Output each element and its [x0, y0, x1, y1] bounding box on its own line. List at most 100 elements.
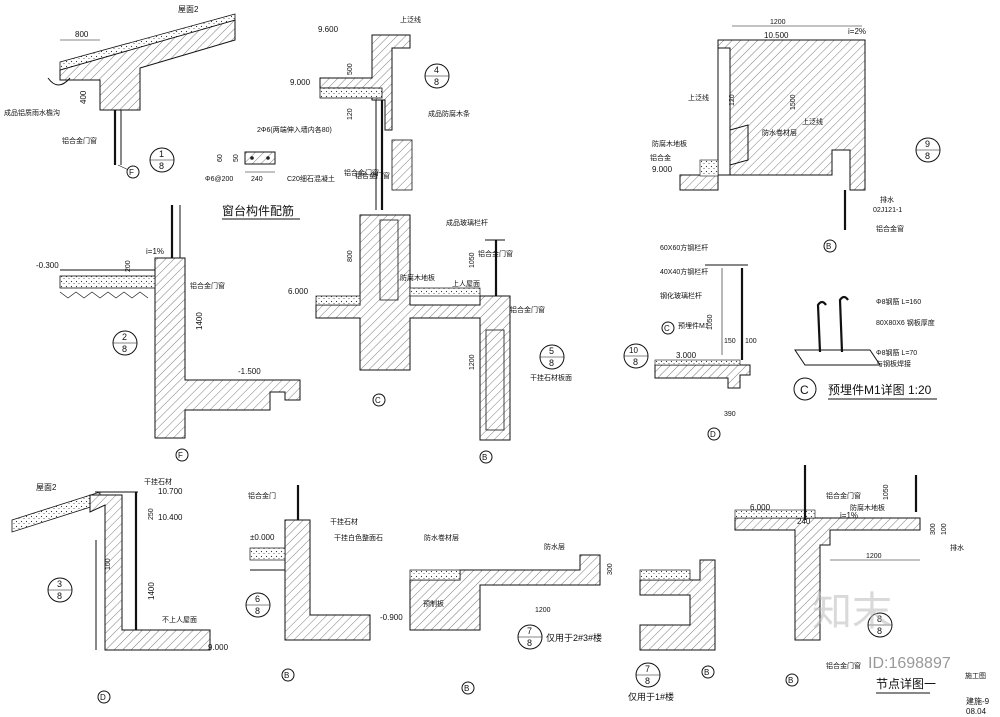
d8-note1: 铝合金门窗: [826, 491, 861, 500]
d3-elev3: 9.000: [208, 643, 229, 652]
d5-num: 5: [549, 346, 554, 356]
d6-dim1: 1200: [535, 607, 551, 614]
d6-note4: 预制板: [423, 599, 444, 608]
d5-dim3: 1050: [469, 252, 476, 268]
d5-note5: 干挂石材板面: [530, 373, 572, 382]
d6-note5: 防水卷材层: [424, 533, 459, 542]
d8-slope: i=1%: [840, 511, 858, 520]
d4-note1: 上泛线: [400, 15, 421, 24]
d3-axis: D: [100, 693, 106, 702]
d1-note1: 成品铝质雨水檐沟: [4, 108, 60, 117]
d5-dim1: 800: [347, 250, 354, 262]
d1-roof: 屋面2: [178, 5, 199, 14]
d9-sheet: 8: [925, 151, 930, 161]
d4-num: 4: [434, 65, 439, 75]
rebar-note1: 2Φ6(两端伸入墙内各80): [257, 125, 332, 134]
embed-m1-detail: Φ8钢筋 L=160 80X80X6 钢板厚度 Φ8钢筋 L=70 与钢板焊接 …: [793, 295, 937, 401]
d6-dim2: 300: [607, 563, 614, 575]
d10-dim3: 100: [745, 338, 757, 345]
embed-title: 预埋件M1详图 1:20: [828, 382, 932, 397]
d8-dim3: 1050: [883, 484, 890, 500]
d9-note7: 02J121-1: [873, 207, 902, 214]
axis-bubble: [126, 165, 140, 179]
d8-dim1: 1200: [866, 553, 882, 560]
d3-dim2: 100: [105, 558, 112, 570]
d8-axis: B: [788, 676, 793, 685]
d9-elev2: 9.000: [652, 165, 673, 174]
d10-dim4: 390: [724, 411, 736, 418]
d1-num: 1: [159, 149, 164, 159]
d6-note3: 干挂白色整面石: [334, 533, 383, 542]
sheet-stage: 施工图: [965, 671, 986, 680]
d7-axis: B: [704, 668, 709, 677]
d9-note1: 上泛线: [688, 93, 709, 102]
d3-sheet: 8: [57, 591, 62, 601]
d5-note1: 成品玻璃栏杆: [446, 218, 488, 227]
d10-num: 10: [629, 346, 638, 355]
only-1-label: 仅用于1#楼: [628, 691, 674, 702]
only-23-label: 仅用于2#3#楼: [546, 632, 602, 643]
d9-note2: 上泛线: [802, 117, 823, 126]
d5-note4: 防腐木地板: [400, 273, 435, 282]
sheet-no: 建施-9: [966, 696, 990, 706]
detail-2: -0.300 -1.500 1400 200 i=1% 铝合金门窗 F 2 8: [36, 205, 301, 462]
rebar-dim3: 50: [233, 154, 240, 162]
d9-slope: i=2%: [848, 27, 866, 36]
d5-note3: 铝合金门窗: [478, 249, 513, 258]
d9-dim3: 120: [729, 94, 736, 106]
d3-num: 3: [57, 579, 62, 589]
d1-dim1: 800: [75, 30, 89, 39]
watermark-brand: 知末: [812, 589, 892, 635]
d5-note6: 铝合金门窗: [510, 305, 545, 314]
rebar-note2: Φ6@200: [205, 176, 233, 183]
detail-9: 1200 10.500 9.000 1500 120 i=2% 上泛线 上泛线 …: [650, 19, 941, 253]
d9-axis: B: [826, 242, 831, 251]
d10-note2: 40X40方钢栏杆: [660, 267, 708, 276]
d10-dim1: 1050: [707, 314, 714, 330]
detail-10: 3.000 1050 150 100 390 60X60方钢栏杆 40X40方钢…: [623, 243, 757, 441]
sheet-date: 08.04: [966, 707, 987, 716]
d1-axis: F: [129, 168, 134, 177]
d10-dim2: 150: [724, 338, 736, 345]
d2-sheet: 8: [122, 344, 127, 354]
d9-note5: 铝合金: [650, 153, 671, 162]
d2-dim2: 200: [125, 260, 132, 272]
d10-note4: 预埋件M1: [678, 321, 709, 330]
d10-sheet: 8: [633, 357, 638, 367]
embed-note1: Φ8钢筋 L=160: [876, 297, 921, 306]
d10-elev1: 3.000: [676, 351, 697, 360]
d4-dim2: 120: [347, 108, 354, 120]
embed-note3: Φ8钢筋 L=70: [876, 348, 917, 357]
title-block: 节点详图一 施工图 建施-9 08.04: [876, 671, 990, 716]
d1-sheet: 8: [159, 161, 164, 171]
d6-axis2: B: [464, 684, 469, 693]
d5-elev1: 6.000: [288, 287, 309, 296]
d4-dim1: 500: [347, 63, 354, 75]
d7-num: 7: [645, 664, 650, 674]
d6-elev2: -0.900: [380, 613, 403, 622]
detail-3: 屋面2 10.700 10.400 9.000 250 100 1400 干挂石…: [11, 477, 229, 704]
d6-sheet: 8: [255, 606, 260, 616]
d8-sheet: 8: [877, 626, 882, 636]
d3-elev1: 10.700: [158, 487, 183, 496]
sheet-title: 节点详图一: [876, 676, 936, 691]
d3-note2: 不上人屋面: [162, 615, 197, 624]
d1-dim2: 400: [79, 90, 88, 104]
d5-axis: B: [482, 453, 487, 462]
d3-elev2: 10.400: [158, 513, 183, 522]
d8-dim2: 240: [797, 517, 811, 526]
d6-axis: B: [284, 671, 289, 680]
detail-4: 9.600 9.000 500 120 上泛线 成品防腐木条 铝合金门窗 4 8: [290, 15, 470, 210]
d9-elev1: 10.500: [764, 31, 789, 40]
d10-note1: 60X60方钢栏杆: [660, 243, 708, 252]
d8-note2: 防腐木地板: [850, 503, 885, 512]
d9-note6: 排水: [880, 195, 894, 204]
d5-sheet: 8: [549, 358, 554, 368]
watermark-id: ID:1698897: [868, 655, 951, 672]
d2-num: 2: [122, 332, 127, 342]
d2-elev2: -1.500: [238, 367, 261, 376]
detail-5: 6.000 800 1200 1050 成品玻璃栏杆 上人屋面 铝合金门窗 防腐…: [288, 168, 572, 464]
d4-elev2: 9.000: [290, 78, 311, 87]
d10-note3: 钢化玻璃栏杆: [660, 291, 702, 300]
embed-note4: 与钢板焊接: [876, 359, 911, 368]
